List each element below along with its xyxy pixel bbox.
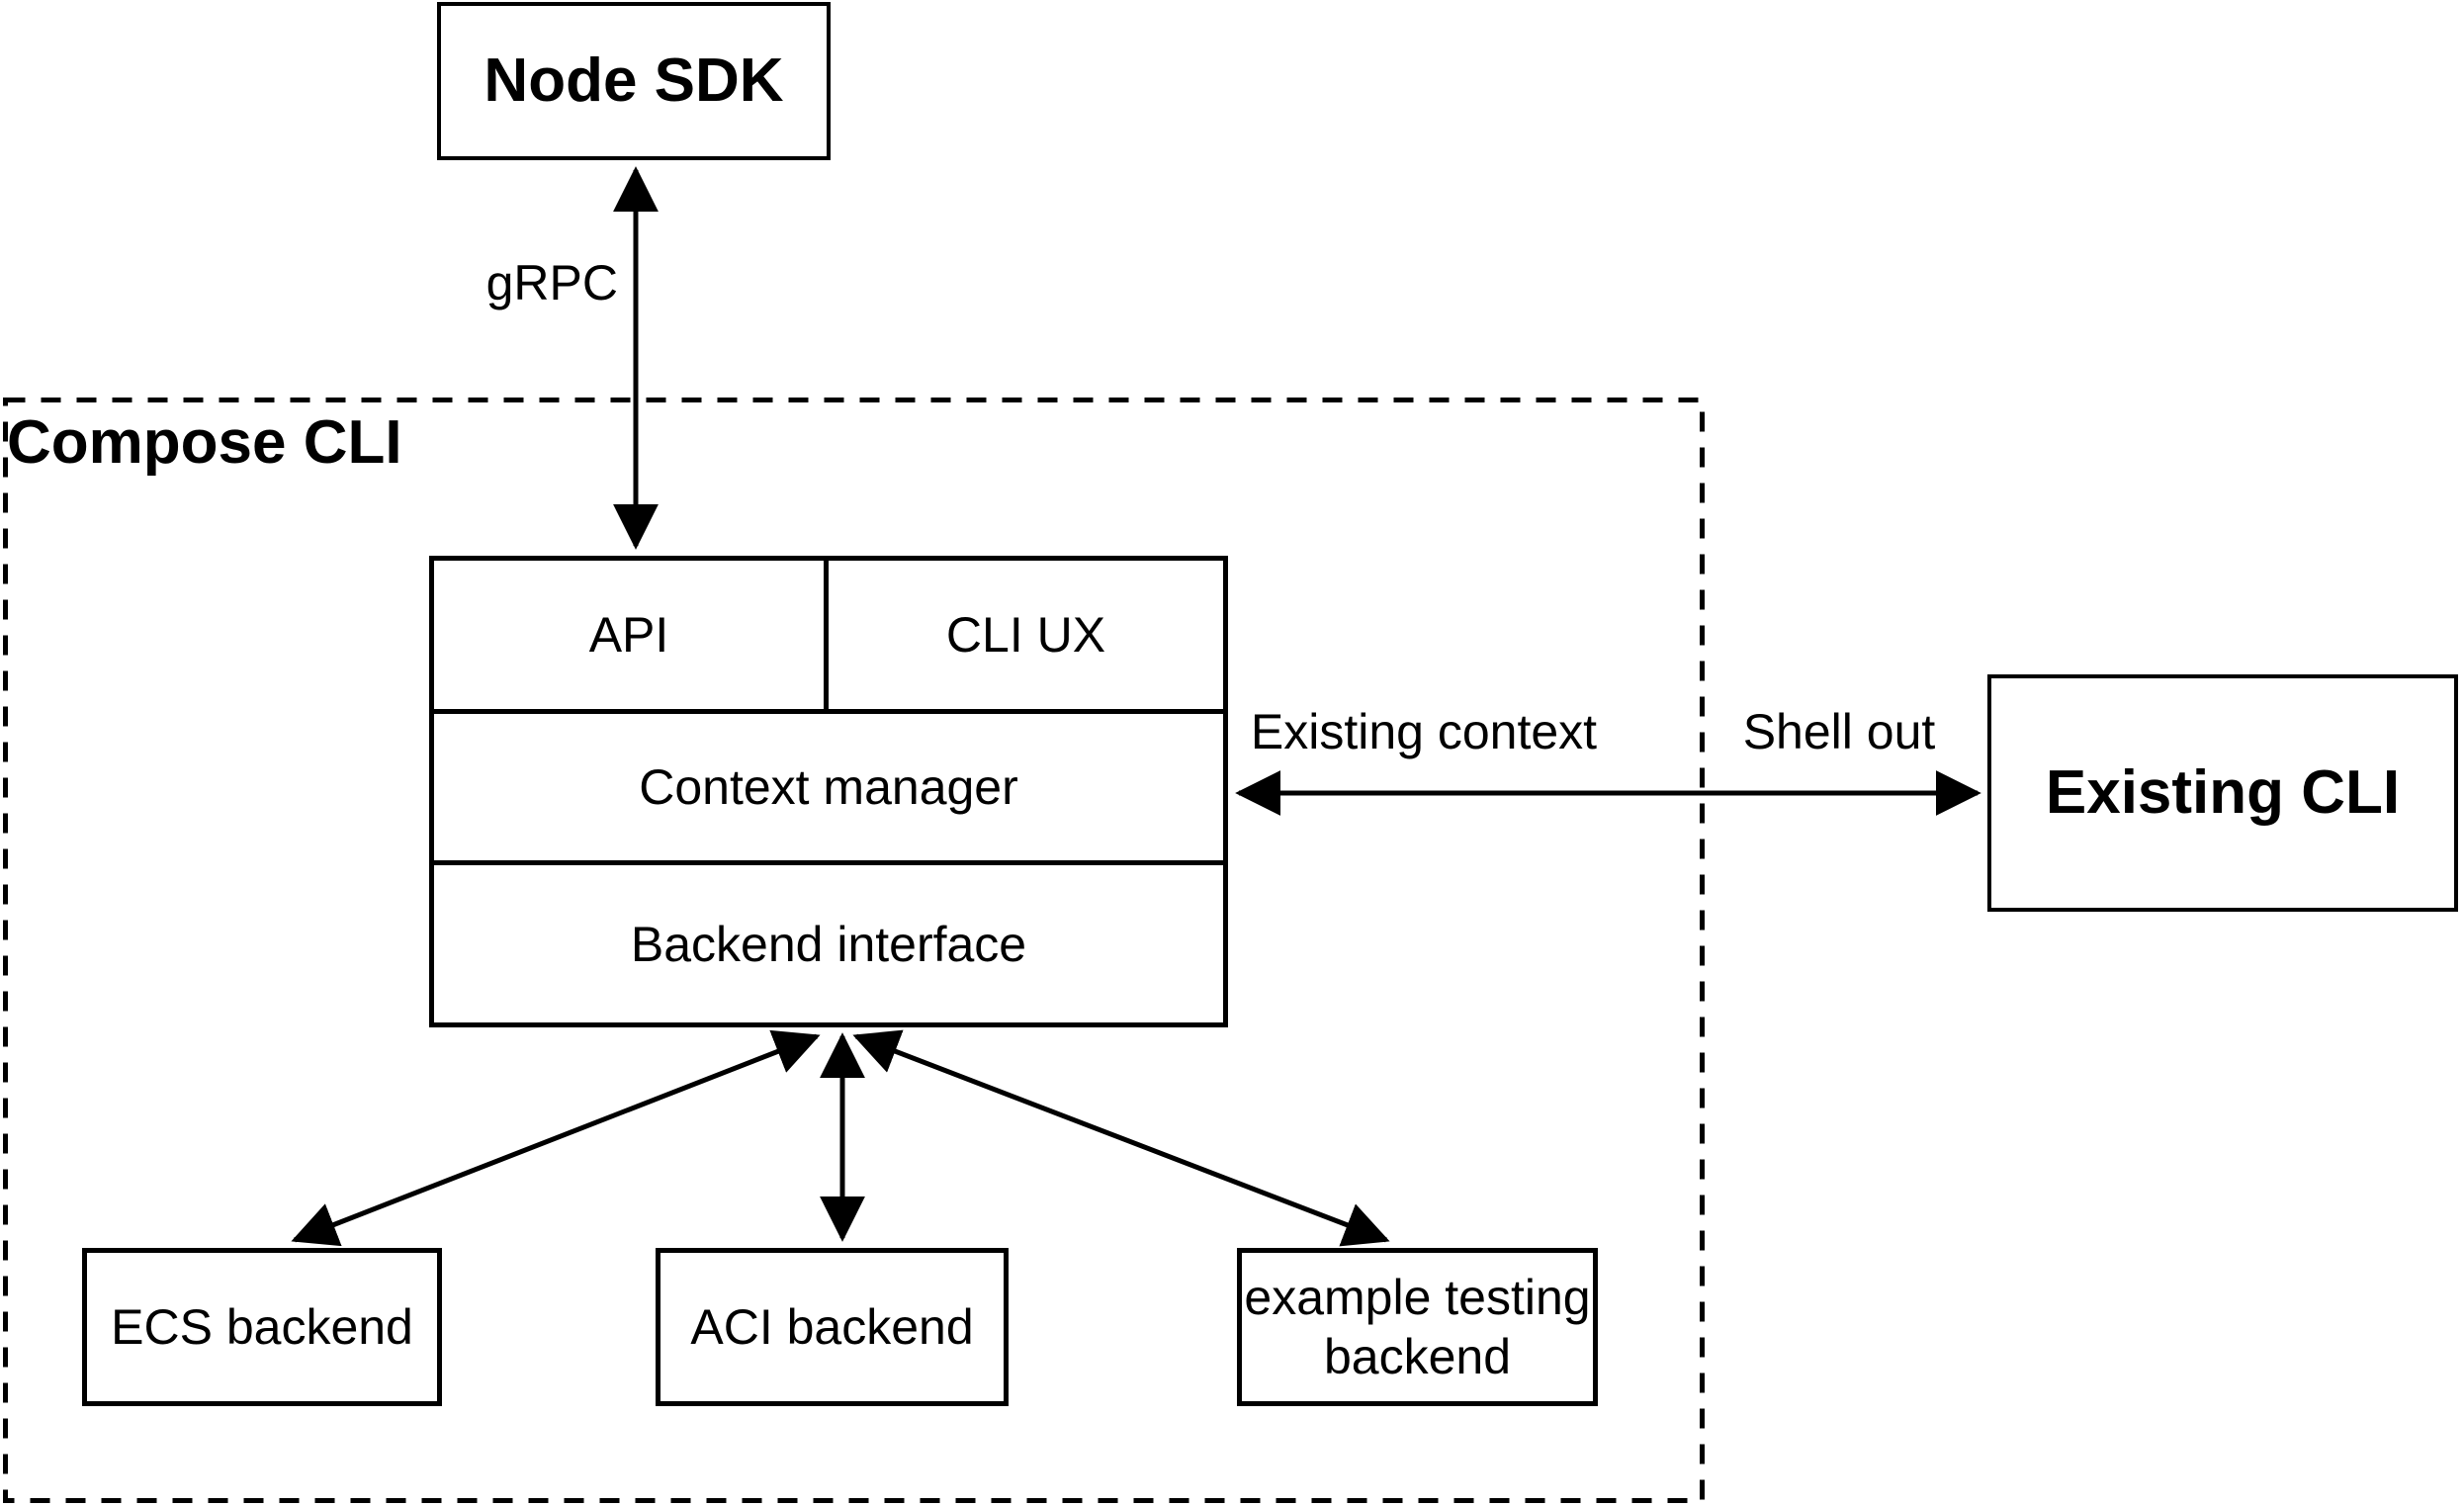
- stack-row-top: API CLI UX: [434, 561, 1223, 714]
- api-box: API: [434, 561, 829, 709]
- existing-cli-box: Existing CLI: [1987, 674, 2458, 912]
- compose-cli-stack: API CLI UX Context manager Backend inter…: [429, 556, 1228, 1027]
- backend-interface-box: Backend interface: [630, 916, 1027, 972]
- shell-out-edge-label: Shell out: [1742, 704, 1936, 759]
- stack-row-mid: Context manager: [434, 714, 1223, 865]
- stack-row-bottom: Backend interface: [434, 865, 1223, 1022]
- compose-cli-boundary: [3, 398, 1705, 1503]
- grpc-edge-label: gRPC: [485, 255, 618, 310]
- cli-ux-box: CLI UX: [945, 607, 1106, 663]
- ecs-backend-box: ECS backend: [82, 1248, 442, 1406]
- node-sdk-box: Node SDK: [437, 2, 831, 160]
- compose-cli-container-label: Compose CLI: [7, 408, 402, 477]
- context-manager-box: Context manager: [639, 759, 1018, 815]
- existing-context-edge-label: Existing context: [1250, 704, 1598, 759]
- example-arrow: [852, 1029, 1390, 1247]
- aci-backend-box: ACI backend: [656, 1248, 1009, 1406]
- ecs-arrow: [291, 1029, 821, 1247]
- example-testing-backend-box: example testing backend: [1237, 1248, 1598, 1406]
